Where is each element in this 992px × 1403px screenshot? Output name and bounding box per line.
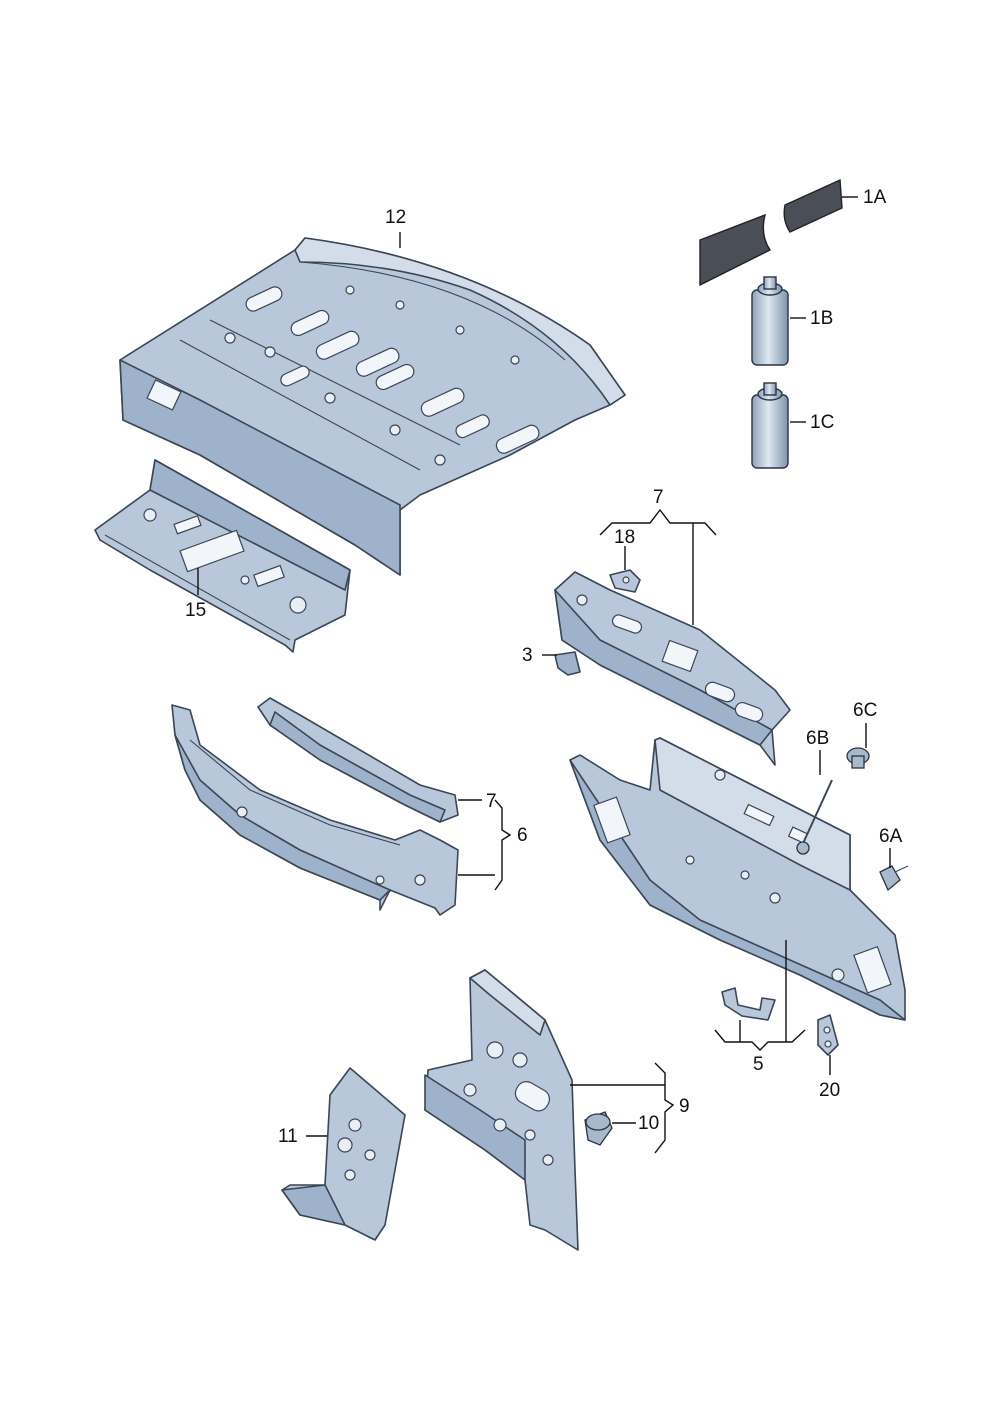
part-15-cross-member[interactable] bbox=[94, 459, 351, 653]
callout-6: 6 bbox=[517, 825, 528, 846]
part-7-upper-panel[interactable] bbox=[554, 571, 791, 766]
part-9-inner-pillar[interactable] bbox=[424, 969, 579, 1251]
callout-labels: 12 1A 1B 1C 7 18 15 3 6C 6B 7 6 6A 5 20 … bbox=[185, 187, 903, 1147]
part-3-clip[interactable] bbox=[554, 651, 581, 676]
callout-1B: 1B bbox=[810, 308, 833, 329]
part-20-plate[interactable] bbox=[817, 1014, 839, 1056]
callout-12: 12 bbox=[385, 207, 406, 228]
part-5-bracket[interactable] bbox=[721, 987, 776, 1021]
callout-5: 5 bbox=[753, 1054, 764, 1075]
part-6-rear-panel[interactable] bbox=[171, 704, 459, 916]
callout-10: 10 bbox=[638, 1113, 659, 1134]
callout-18: 18 bbox=[614, 527, 635, 548]
part-1A-sealing-strip[interactable] bbox=[699, 178, 843, 287]
leader-lines bbox=[197, 196, 891, 1154]
part-6C-nut[interactable] bbox=[846, 747, 870, 769]
callout-7-top: 7 bbox=[653, 487, 664, 508]
callout-1C: 1C bbox=[810, 412, 834, 433]
callout-15: 15 bbox=[185, 600, 206, 621]
callout-11: 11 bbox=[278, 1126, 298, 1147]
callout-6C: 6C bbox=[853, 700, 877, 721]
part-12-rear-floor-pan[interactable] bbox=[119, 237, 626, 576]
part-6B-stud[interactable] bbox=[796, 779, 833, 855]
part-5-rear-end-panel[interactable] bbox=[569, 737, 906, 1021]
part-1C-sealant-can[interactable] bbox=[751, 382, 789, 469]
part-10-plug[interactable] bbox=[584, 1111, 613, 1146]
part-6A-bolt[interactable] bbox=[879, 865, 909, 892]
part-1B-sealant-can[interactable] bbox=[751, 276, 789, 366]
callout-9: 9 bbox=[679, 1096, 690, 1117]
callout-6B: 6B bbox=[806, 728, 829, 749]
callout-1A: 1A bbox=[863, 187, 887, 208]
part-18-bracket[interactable] bbox=[609, 569, 641, 593]
part-11-inner-panel[interactable] bbox=[281, 1067, 406, 1241]
callout-20: 20 bbox=[819, 1080, 840, 1101]
part-7-rear-member[interactable] bbox=[257, 697, 459, 823]
callout-7-mid: 7 bbox=[486, 791, 497, 812]
callout-6A: 6A bbox=[879, 826, 903, 847]
callout-3: 3 bbox=[522, 645, 533, 666]
